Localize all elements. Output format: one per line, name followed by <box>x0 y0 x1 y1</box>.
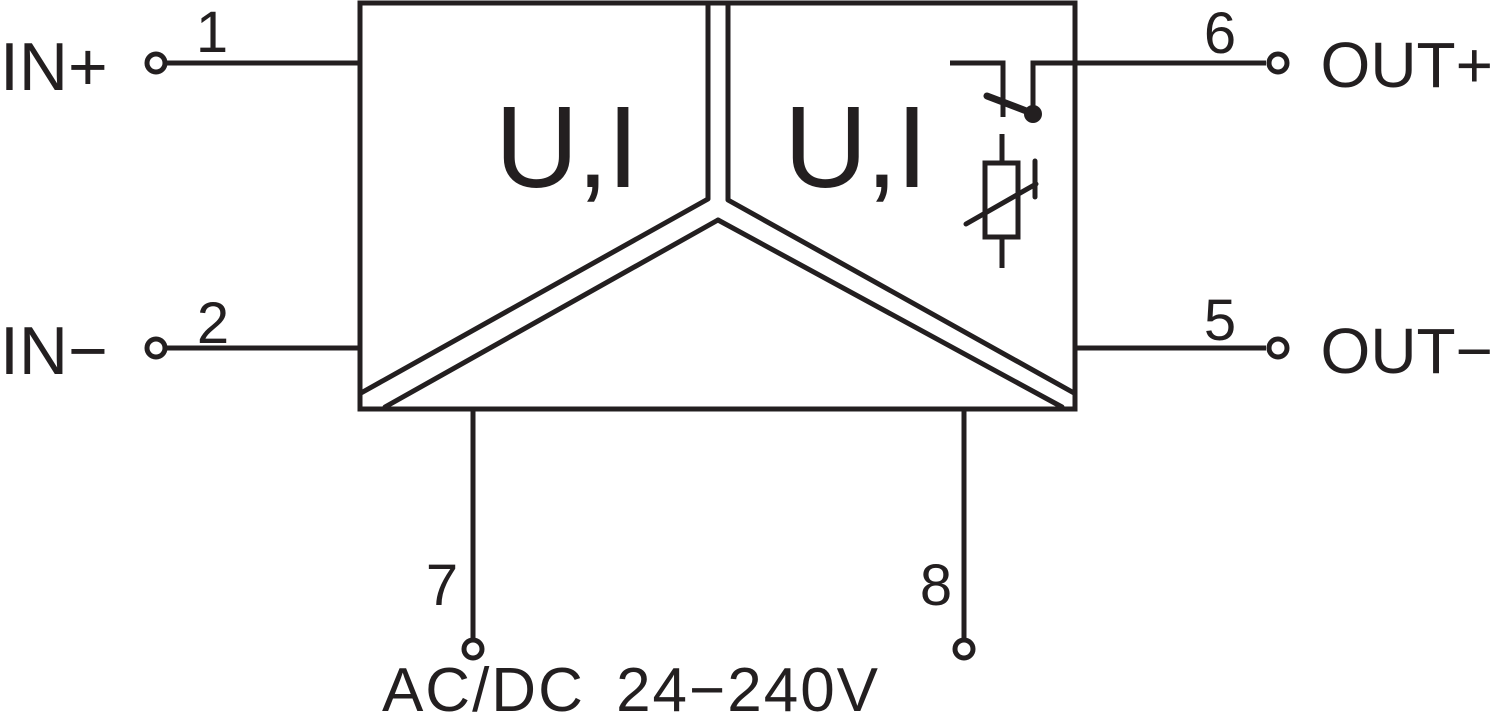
divider-outer-left <box>358 196 711 396</box>
terminal-8-number: 8 <box>920 553 952 618</box>
supply-voltage-label: AC/DC 24−240V <box>382 656 880 725</box>
label-out-plus: OUT+ <box>1321 29 1493 101</box>
terminal-1-number: 1 <box>196 0 228 65</box>
divider-inner-left <box>382 217 721 410</box>
divider-inner-right <box>715 217 1065 410</box>
terminal-1-circle <box>144 51 168 75</box>
label-in-plus: IN+ <box>0 29 108 105</box>
relay-contact-icon <box>950 60 1042 123</box>
varistor-icon <box>963 134 1039 268</box>
isolation-divider-icon <box>358 5 1077 410</box>
terminal-5-circle <box>1266 336 1290 360</box>
terminal-6-number: 6 <box>1204 1 1236 66</box>
terminal-6-circle <box>1266 51 1290 75</box>
label-out-minus: OUT− <box>1321 315 1493 387</box>
terminal-7-circle <box>461 637 485 661</box>
varistor-body <box>982 160 1021 240</box>
input-plus-terminal: 1 IN+ <box>0 0 360 105</box>
contact-pivot-dot <box>1024 105 1042 123</box>
terminal-5-number: 5 <box>1204 288 1236 353</box>
supply-terminal-8: 8 <box>920 409 976 661</box>
terminal-2-number: 2 <box>197 291 229 356</box>
label-in-minus: IN− <box>0 313 108 389</box>
output-minus-terminal: 5 OUT− <box>1075 288 1493 387</box>
terminal-2-circle <box>144 336 168 360</box>
terminal-6-wire <box>1030 60 1266 107</box>
input-section-label: U,I <box>495 82 637 212</box>
contact-fixed-lead <box>950 60 1006 117</box>
terminal-7-number: 7 <box>426 553 458 618</box>
output-section-label: U,I <box>784 82 926 212</box>
supply-terminal-7: 7 <box>426 409 485 661</box>
varistor-diagonal <box>963 181 1039 227</box>
device-block: U,I U,I <box>357 0 1078 412</box>
contact-blade <box>983 92 1033 116</box>
input-minus-terminal: 2 IN− <box>0 291 360 389</box>
device-box <box>357 0 1078 412</box>
terminal-8-circle <box>952 637 976 661</box>
output-plus-terminal: 6 OUT+ <box>1030 1 1493 107</box>
divider-outer-right <box>725 197 1077 396</box>
